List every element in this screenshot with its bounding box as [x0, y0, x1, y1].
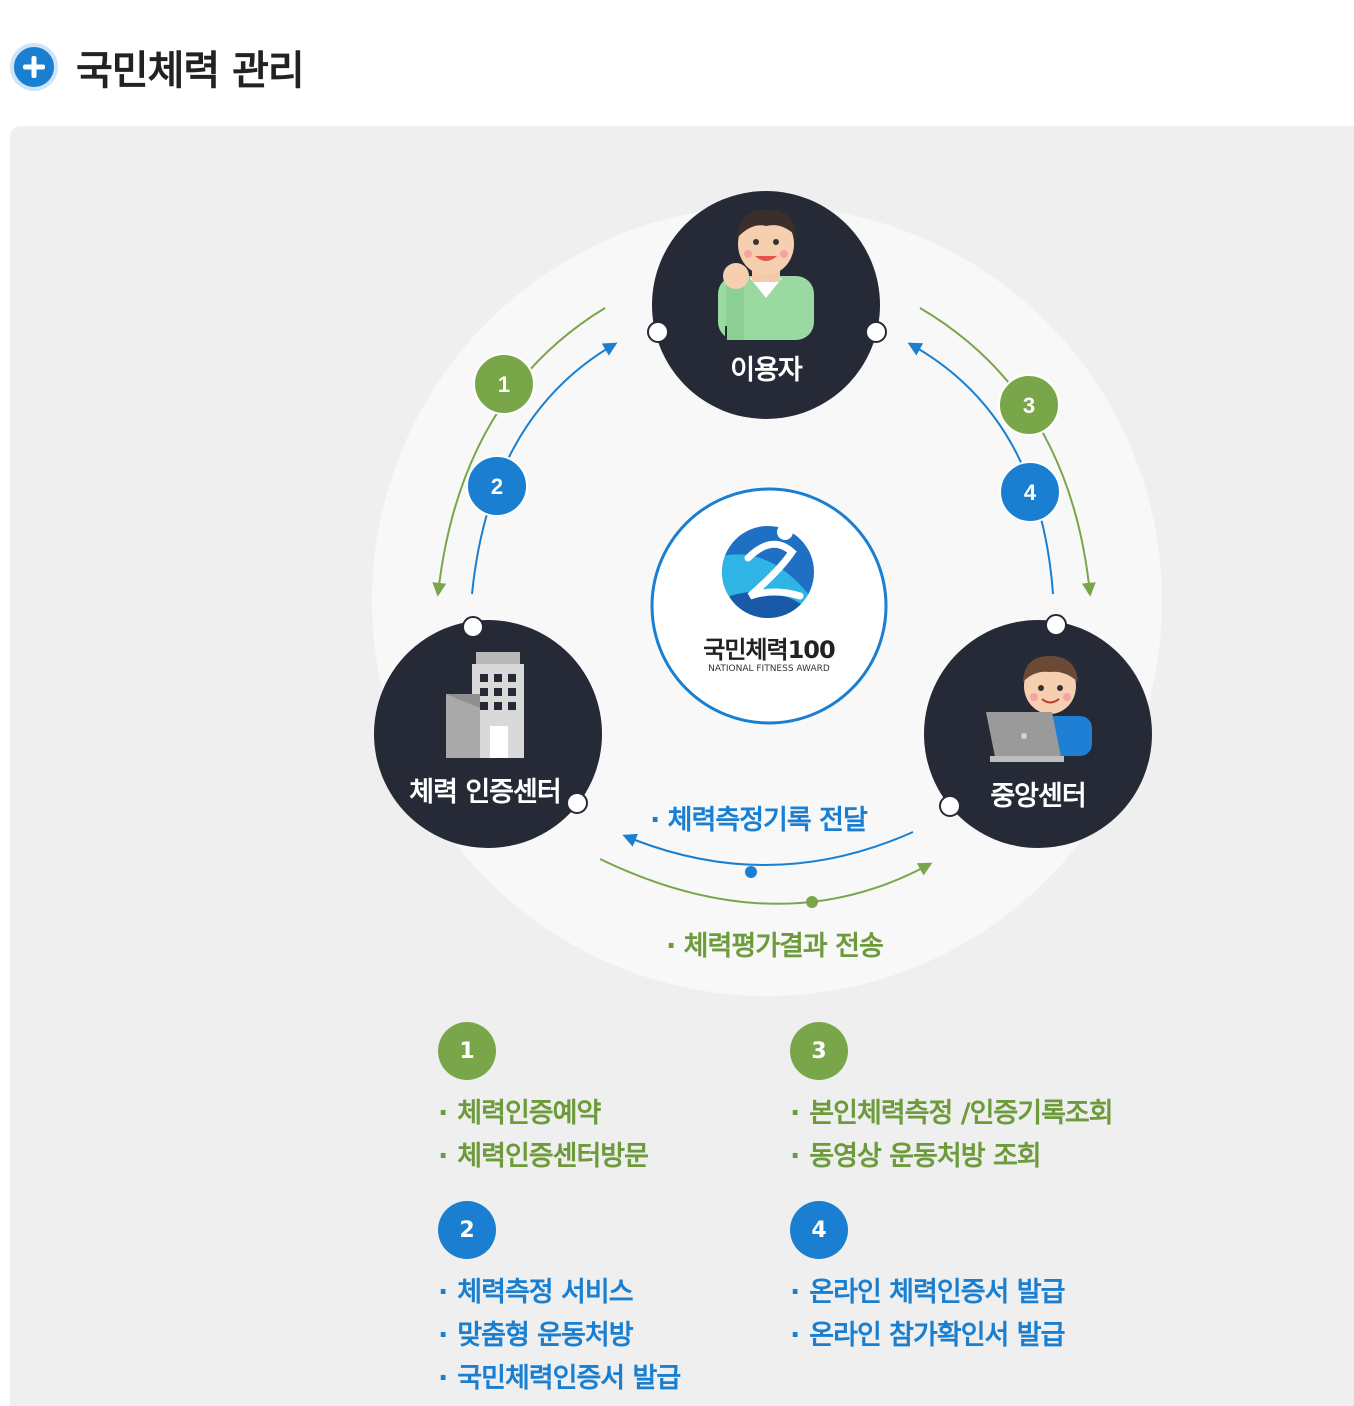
flow-result-transfer-text: 체력평가결과 전송: [683, 931, 884, 962]
step-badge-2-number: 2: [491, 474, 503, 499]
arc-step-2: [471, 342, 618, 595]
legend-badge-2: 2: [438, 1201, 496, 1259]
legend-badge-1: 1: [438, 1022, 496, 1080]
legend-badge-4: 4: [790, 1201, 848, 1259]
legend-item: 체력측정 서비스: [438, 1271, 680, 1314]
legend-step-4: 4 온라인 체력인증서 발급 온라인 참가확인서 발급: [790, 1201, 1065, 1357]
flow-record-transfer-text: 체력측정기록 전달: [667, 805, 868, 836]
legend-item: 동영상 운동처방 조회: [790, 1135, 1113, 1178]
legend-list-4: 온라인 체력인증서 발급 온라인 참가확인서 발급: [790, 1271, 1065, 1357]
arc-step-4: [907, 342, 1054, 595]
step-badge-4-number: 4: [1024, 480, 1037, 505]
legend-badge-3: 3: [790, 1022, 848, 1080]
section-header: 국민체력 관리: [10, 40, 305, 94]
step-badge-3-number: 3: [1023, 393, 1035, 418]
legend-item: 맞춤형 운동처방: [438, 1314, 680, 1357]
arc-result-transfer: [599, 858, 933, 905]
arc-step-1: [432, 307, 606, 597]
logo-name: 국민체력100: [703, 636, 835, 664]
node-user: [647, 191, 887, 419]
logo-subtitle: NATIONAL FITNESS AWARD: [708, 664, 830, 674]
fitness-management-diagram: 1 2 3 4: [10, 126, 1354, 1406]
flow-record-transfer-label: · 체력측정기록 전달: [650, 805, 868, 836]
page-title: 국민체력 관리: [76, 48, 305, 94]
legend-item: 체력인증센터방문: [438, 1135, 649, 1178]
legend-step-1: 1 체력인증예약 체력인증센터방문: [438, 1022, 649, 1178]
node-central-center-label: 중앙센터: [990, 781, 1086, 812]
step-badge-4: 4: [999, 461, 1061, 523]
diagram-canvas: 1 2 3 4: [372, 191, 1162, 996]
legend-step-2: 2 체력측정 서비스 맞춤형 운동처방 국민체력인증서 발급: [438, 1201, 681, 1400]
laptop-user-icon: [986, 656, 1092, 762]
legend-list-3: 본인체력측정 /인증기록조회 동영상 운동처방 조회: [790, 1092, 1113, 1178]
step-badge-1-number: 1: [498, 372, 510, 397]
plus-icon: [10, 43, 58, 91]
result-transfer-dot: [806, 896, 818, 908]
user-fist-icon: [718, 209, 814, 340]
legend-list-2: 체력측정 서비스 맞춤형 운동처방 국민체력인증서 발급: [438, 1271, 681, 1400]
center-logo: [650, 487, 888, 725]
record-transfer-dot: [745, 866, 757, 878]
arc-record-transfer: [622, 831, 914, 866]
legend-item: 체력인증예약: [438, 1092, 648, 1135]
national-fitness-logo-icon: [722, 524, 814, 618]
building-icon: [446, 652, 524, 758]
step-badge-1: 1: [473, 353, 535, 415]
node-certification-center: [374, 616, 602, 848]
legend-item: 본인체력측정 /인증기록조회: [790, 1092, 1113, 1135]
step-badge-3: 3: [998, 374, 1060, 436]
legend-step-3: 3 본인체력측정 /인증기록조회 동영상 운동처방 조회: [790, 1022, 1114, 1178]
node-user-label: 이용자: [730, 355, 803, 386]
node-central-center: [924, 614, 1152, 848]
legend-item: 온라인 참가확인서 발급: [790, 1314, 1065, 1357]
step-badge-2: 2: [466, 455, 528, 517]
flow-result-transfer-label: · 체력평가결과 전송: [666, 931, 884, 962]
legend-list-1: 체력인증예약 체력인증센터방문: [438, 1092, 649, 1178]
legend-item: 국민체력인증서 발급: [438, 1357, 681, 1400]
legend-item: 온라인 체력인증서 발급: [790, 1271, 1065, 1314]
node-certification-center-label: 체력 인증센터: [409, 777, 561, 808]
